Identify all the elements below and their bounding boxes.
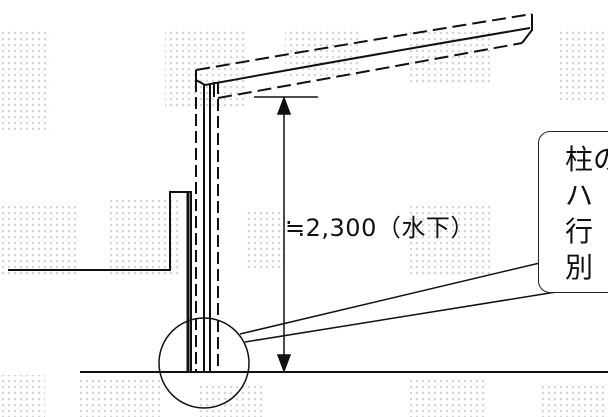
roof-beam <box>195 13 533 99</box>
detail-circle <box>158 317 250 409</box>
callout-line-1: 柱の <box>565 143 608 176</box>
adjacent-wall-outline <box>8 191 192 372</box>
height-dimension <box>254 95 318 374</box>
callout-line-4: 別 <box>565 251 594 284</box>
detail-callout-box: 柱の ハ 行 別 <box>538 131 608 293</box>
callout-leader <box>239 261 557 343</box>
callout-line-3: 行 <box>565 215 594 248</box>
callout-line-2: ハ <box>565 179 594 212</box>
post <box>195 80 219 372</box>
height-dimension-label: ≒2,300（水下） <box>285 214 475 242</box>
